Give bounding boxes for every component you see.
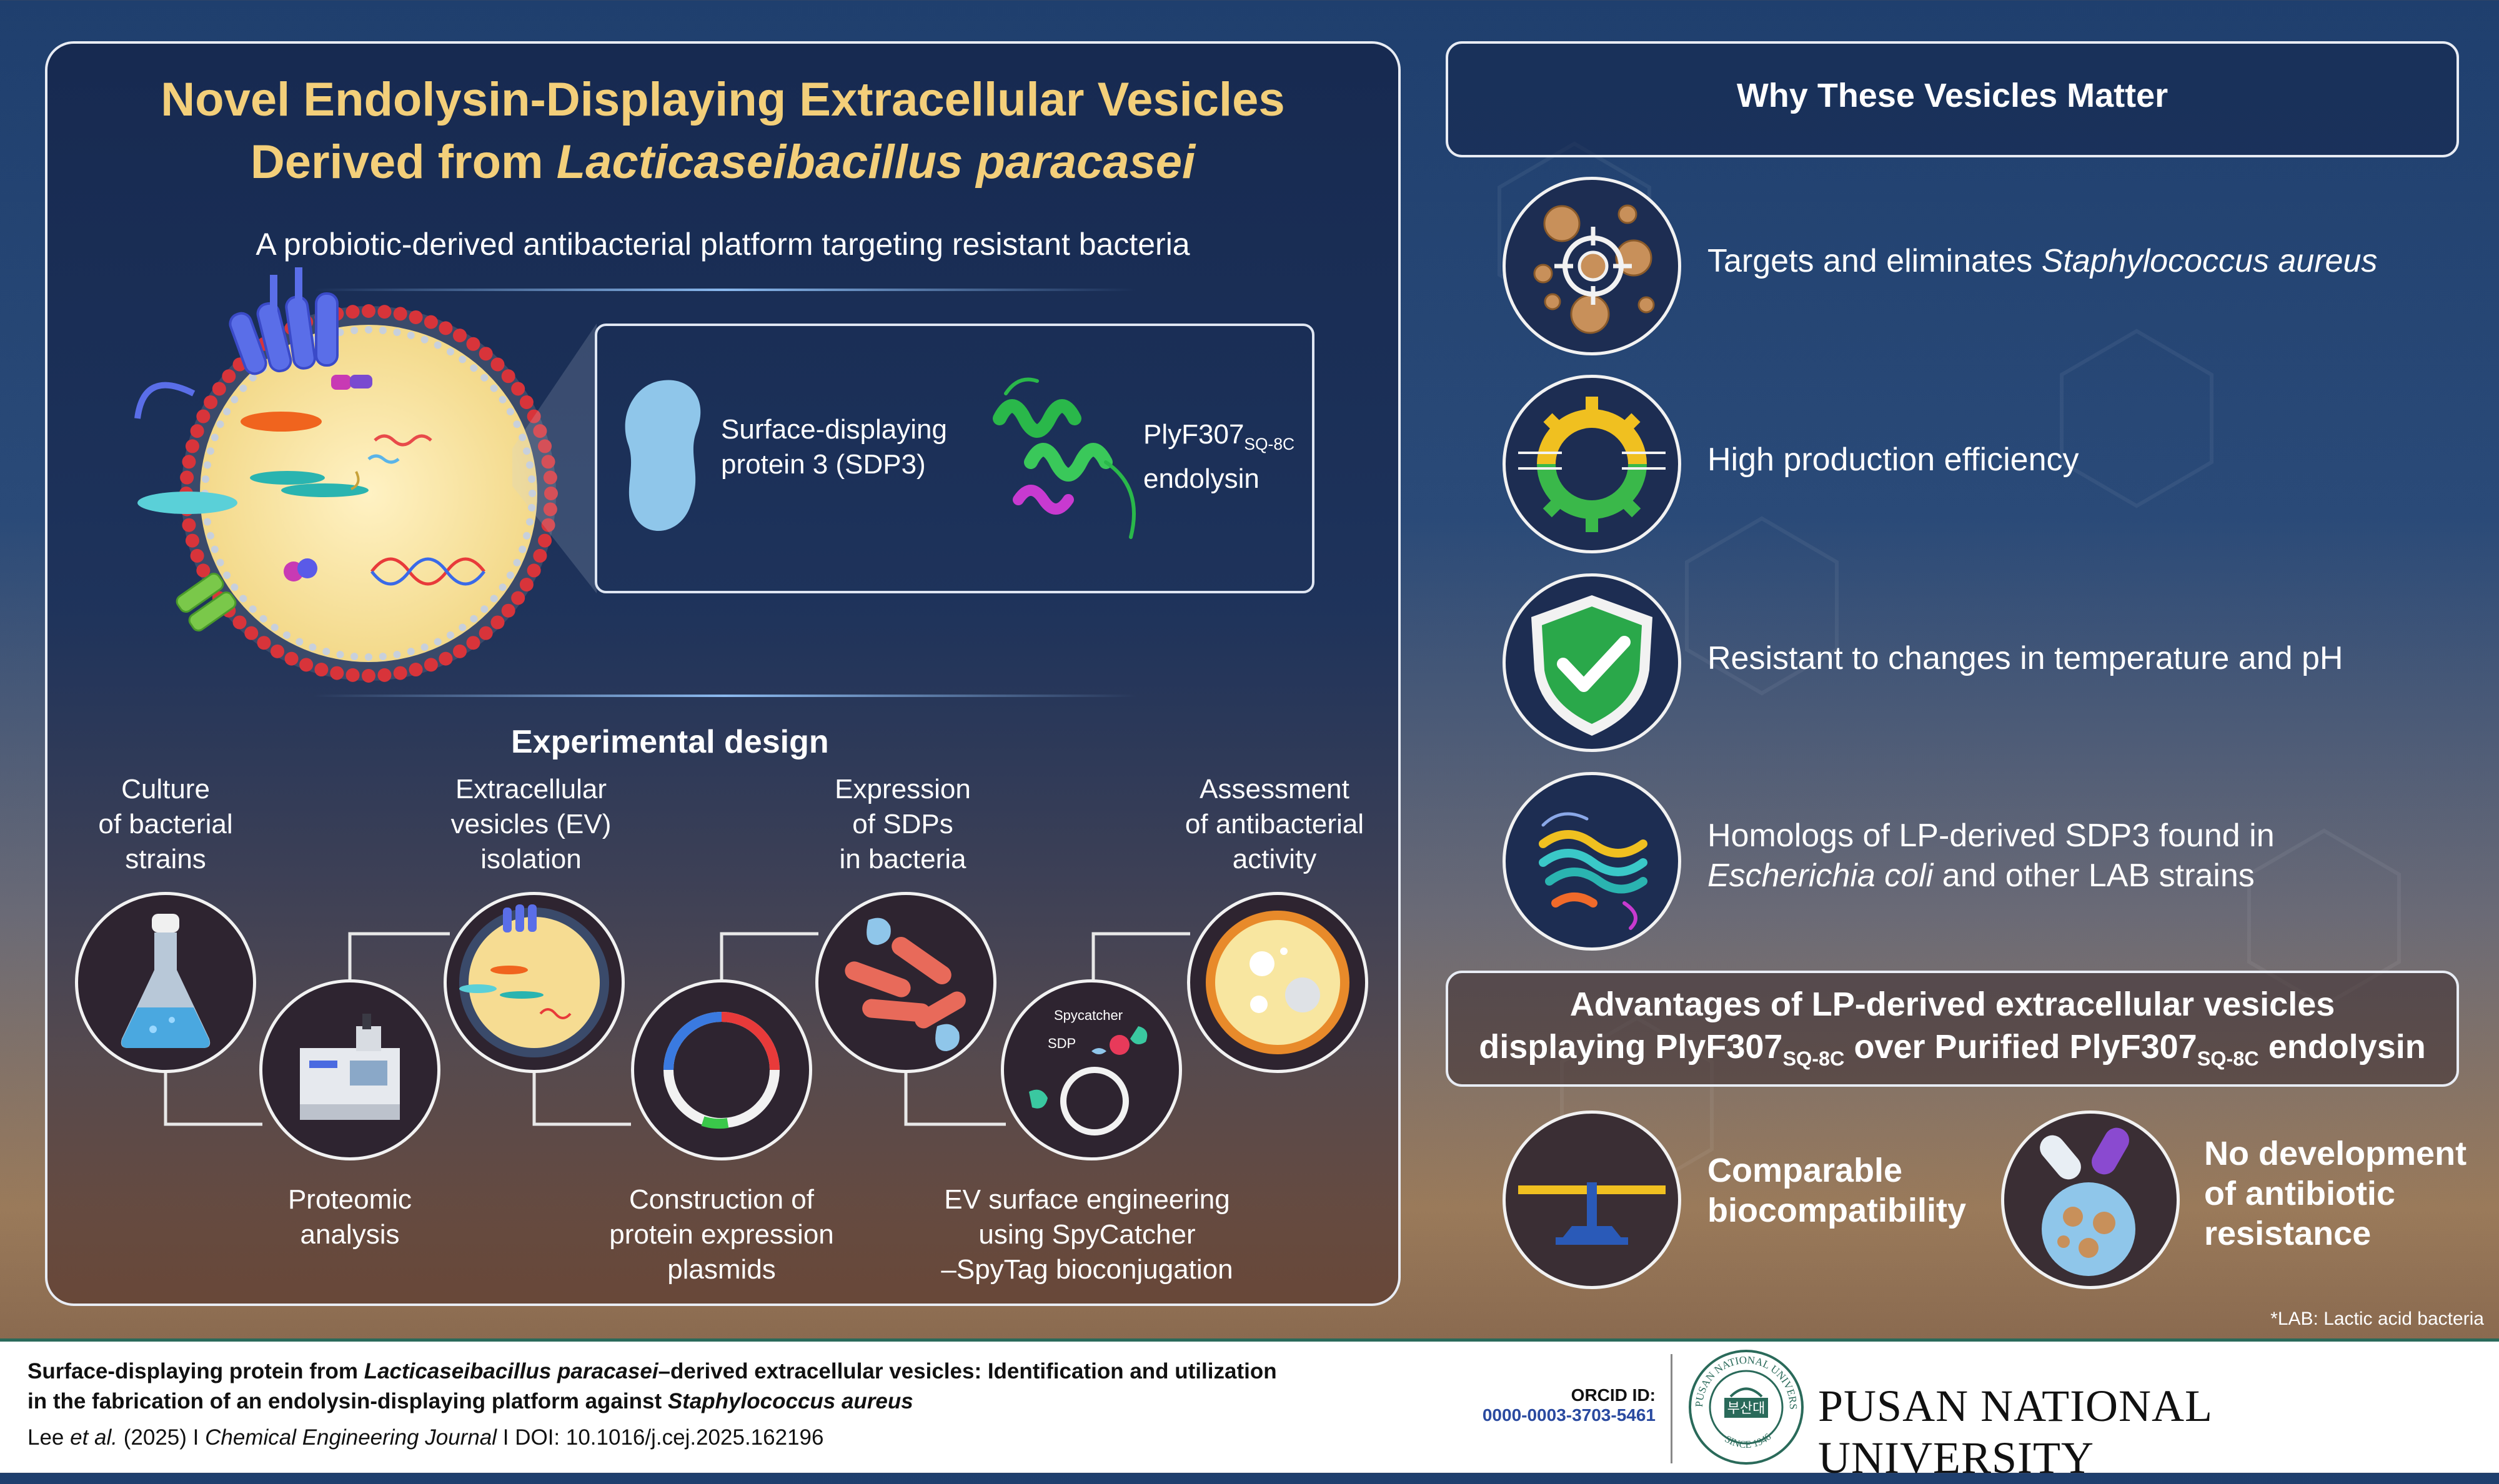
benefit-target-circle xyxy=(1503,177,1681,355)
svg-text:부산대: 부산대 xyxy=(1727,1401,1766,1417)
endolysin-label: PlyF307SQ-8C endolysin xyxy=(1143,419,1295,494)
advantages-heading: Advantages of LP-derived extracellular v… xyxy=(1479,986,2426,1070)
step-expression-circle xyxy=(815,892,996,1073)
benefit-production-text: High production efficiency xyxy=(1707,442,2079,478)
footer xyxy=(0,1342,2499,1473)
step-proteomic-circle xyxy=(259,979,440,1160)
why-heading: Why These Vesicles Matter xyxy=(1736,77,2169,114)
balance-icon xyxy=(1518,1182,1666,1245)
advantage-capsule-circle xyxy=(2001,1111,2180,1289)
flask-icon xyxy=(121,914,211,1048)
petri-dish-icon xyxy=(1206,911,1349,1054)
benefit-gear-circle xyxy=(1503,375,1681,553)
orcid-id: 0000-0003-3703-5461 xyxy=(1482,1405,1656,1425)
footer-rule xyxy=(0,1338,2499,1342)
sdp3-protein-icon xyxy=(625,380,701,532)
paper-title: Surface-displaying protein from Lacticas… xyxy=(27,1359,1277,1413)
divider-glow-2 xyxy=(312,695,1137,697)
zoom-wedge xyxy=(512,324,597,593)
step-plasmid-circle xyxy=(631,979,812,1160)
capsule-icon xyxy=(2040,1127,2135,1276)
benefit-target-text: Targets and eliminates Staphylococcus au… xyxy=(1707,243,2378,279)
step-ev-circle xyxy=(444,892,625,1073)
spycatcher-text: Spycatcher xyxy=(1054,1007,1123,1023)
benefit-protein-circle xyxy=(1503,772,1681,951)
vesicle-icon xyxy=(459,904,609,1057)
bacteria-icon xyxy=(845,918,966,1051)
advantage-balance-circle xyxy=(1503,1111,1681,1289)
gear-icon xyxy=(1518,397,1666,532)
orcid-label: ORCID ID: xyxy=(1571,1385,1656,1405)
plasmid-icon xyxy=(663,1012,780,1129)
step-spycatcher-circle: Spycatcher SDP xyxy=(1001,979,1182,1160)
benefit-resistant-text: Resistant to changes in temperature and … xyxy=(1707,640,2343,676)
footer-divider xyxy=(1671,1354,1672,1463)
lab-footnote: *LAB: Lactic acid bacteria xyxy=(2270,1308,2484,1329)
protein-inset-box xyxy=(595,324,1314,593)
citation: Lee et al. (2025) I Chemical Engineering… xyxy=(27,1425,824,1450)
advantages-heading-box xyxy=(1446,971,2459,1087)
step-assessment-circle xyxy=(1187,892,1368,1073)
step-culture-circle xyxy=(75,892,256,1073)
university-name: PUSAN NATIONAL UNIVERSITY xyxy=(1818,1381,2212,1483)
title-line-2: Derived from Lacticaseibacillus paracase… xyxy=(250,136,1196,189)
target-icon xyxy=(1533,204,1655,334)
university-seal-logo: PUSAN NATIONAL UNIVERSITY SINCE 1946 부산대 xyxy=(1687,1348,1804,1465)
mass-spectrometer-icon xyxy=(300,1014,400,1120)
shield-check-icon xyxy=(1531,595,1652,736)
experimental-design-heading: Experimental design xyxy=(511,724,829,760)
endolysin-protein-icon xyxy=(993,377,1136,539)
sdp-text: SDP xyxy=(1048,1036,1076,1051)
spycatcher-icon: Spycatcher SDP xyxy=(1029,1007,1148,1135)
title-line-1: Novel Endolysin-Displaying Extracellular… xyxy=(161,73,1285,126)
subtitle: A probiotic-derived antibacterial platfo… xyxy=(256,227,1190,262)
extracellular-vesicle-illustration xyxy=(134,267,558,683)
protein-icon xyxy=(1539,812,1647,930)
why-heading-box xyxy=(1446,41,2459,157)
divider-glow xyxy=(312,289,1137,291)
benefit-shield-circle xyxy=(1503,573,1681,752)
sdp3-label: Surface-displaying protein 3 (SDP3) xyxy=(721,414,947,480)
benefit-homologs-text: Homologs of LP-derived SDP3 found in Esc… xyxy=(1707,818,2275,894)
